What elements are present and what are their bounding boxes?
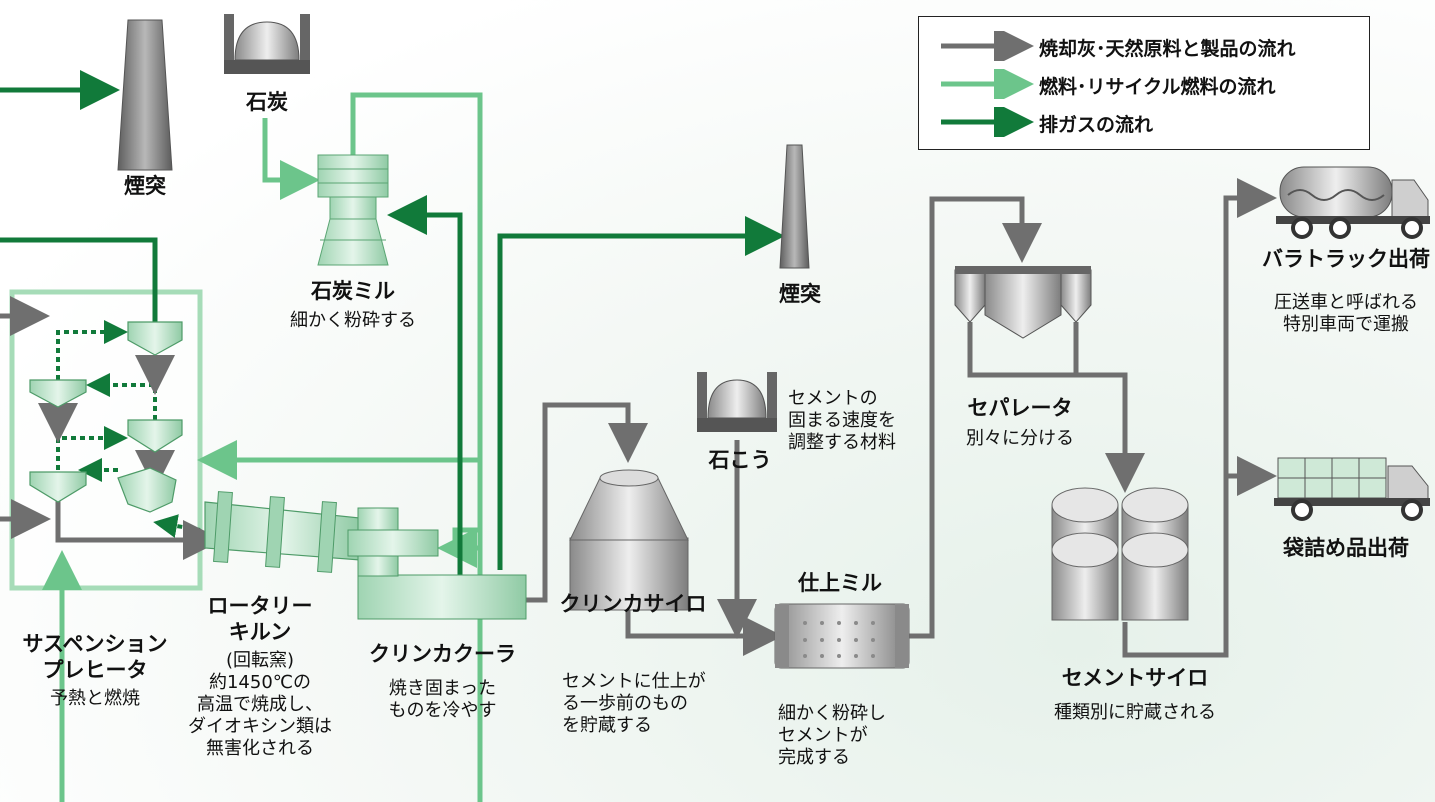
legend-dark: 排ガスの流れ <box>935 107 1365 137</box>
clinker-silo-title: クリンカサイロ <box>559 592 707 616</box>
coal-mill-title: 石炭ミル <box>311 279 395 303</box>
bulk-truck-title: バラトラック出荷 <box>1262 247 1430 271</box>
cement-silo-desc: 種類別に貯蔵される <box>1054 702 1216 723</box>
bulk-truck-icon <box>1276 166 1430 239</box>
gypsum-bin-icon <box>697 372 777 432</box>
separator-title: セパレータ <box>967 396 1073 420</box>
finish-mill-desc: 細かく粉砕し セメントが 完成する <box>778 703 886 768</box>
bag-truck-title: 袋詰め品出荷 <box>1283 536 1409 560</box>
legend-dark-label: 排ガスの流れ <box>1039 114 1154 136</box>
legend-light: 燃料･リサイクル燃料の流れ <box>935 69 1365 99</box>
cement-silo-icon <box>1051 487 1189 621</box>
coal-mill-icon <box>317 154 389 266</box>
cooler-desc: 焼き固まった ものを冷やす <box>388 678 497 721</box>
separator-desc: 別々に分ける <box>966 428 1074 449</box>
gray-arrow-icon <box>941 31 1034 61</box>
separator-icon <box>954 266 1092 339</box>
chimney-icon-2 <box>779 144 810 269</box>
bag-truck-icon <box>1274 457 1430 521</box>
cyclone-icons <box>29 321 183 513</box>
coal-label: 石炭 <box>246 90 288 114</box>
legend: 焼却灰･天然原料と製品の流れ 燃料･リサイクル燃料の流れ 排ガスの流れ <box>918 16 1370 150</box>
bulk-truck-desc: 圧送車と呼ばれる 特別車両で運搬 <box>1274 292 1418 335</box>
light-green-arrow-icon <box>941 69 1034 99</box>
legend-gray-label: 焼却灰･天然原料と製品の流れ <box>1039 38 1296 60</box>
dark-green-arrow-icon <box>941 107 1034 137</box>
kiln-desc: (回転窯) 約1450℃の 高温で焼成し、 ダイオキシン類は 無害化される <box>188 650 332 759</box>
chimney-2-label: 煙突 <box>779 282 821 306</box>
fuel-lines <box>42 92 483 802</box>
exhaust-lines <box>0 70 785 575</box>
finish-mill-title: 仕上ミル <box>798 571 882 595</box>
chimney-icon <box>117 19 173 171</box>
chimney-label: 煙突 <box>124 174 166 198</box>
material-lines <box>0 178 1277 658</box>
legend-light-label: 燃料･リサイクル燃料の流れ <box>1039 76 1276 98</box>
cement-silo-title: セメントサイロ <box>1061 666 1209 690</box>
legend-gray: 焼却灰･天然原料と製品の流れ <box>935 31 1365 61</box>
clinker-silo-icon <box>569 469 689 611</box>
coal-bin-icon <box>224 14 310 74</box>
cooler-title: クリンカクーラ <box>369 642 516 666</box>
finish-mill-icon <box>774 603 910 669</box>
clinker-silo-desc: セメントに仕上が る一歩前のもの を貯蔵する <box>562 671 706 736</box>
preheater-desc: 予熱と燃焼 <box>50 688 140 709</box>
coal-mill-desc: 細かく粉砕する <box>290 310 416 331</box>
kiln-title: ロータリー キルン <box>207 594 313 644</box>
preheater-title: サスペンション プレヒータ <box>22 632 168 682</box>
gypsum-desc: セメントの 固まる速度を 調整する材料 <box>788 388 896 453</box>
clinker-cooler-icon <box>347 507 527 620</box>
rotary-kiln-icon <box>204 491 361 573</box>
gypsum-title: 石こう <box>708 448 772 472</box>
